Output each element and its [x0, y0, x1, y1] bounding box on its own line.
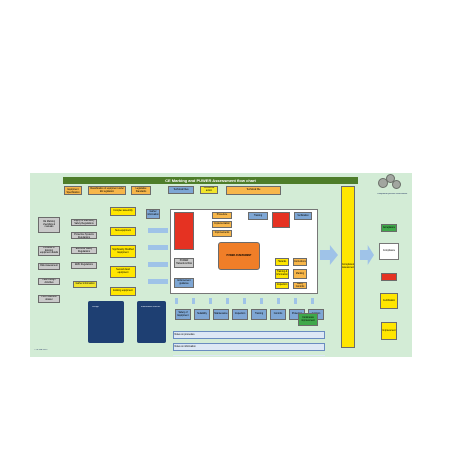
right-column-red [381, 273, 397, 281]
gear-icon [386, 174, 395, 183]
top-box-3: Legislative Standards [131, 186, 151, 195]
right-column-1: Acceptance [381, 224, 397, 232]
right-grid-3: Training & Information [275, 269, 289, 279]
right-grid-5: Inspection [275, 282, 289, 289]
supply-item-2: Equipment and Protective Systems Regulat… [71, 232, 97, 239]
center-red-block [174, 212, 194, 250]
gather-info-box: Gather information [146, 209, 160, 219]
arrow-right-1 [148, 228, 168, 233]
top-box-1: Customer Equipment Specification [64, 186, 82, 195]
bottom-box-6: Controls [270, 309, 286, 320]
yellow-item-1: Complex assembly [110, 207, 136, 216]
right-grid-6: Safety Controls [293, 282, 307, 289]
right-column-3: Certification [380, 293, 398, 309]
supply-item-4: EMC Regulations [71, 262, 97, 269]
yellow-item-2: New equipment [110, 227, 136, 236]
arrow-to-right-column [360, 245, 374, 265]
supply-highlight: Gather information [73, 281, 97, 288]
right-grid-1: Hazards [275, 258, 289, 266]
navy-left-text: Design [92, 306, 99, 308]
right-red-block [272, 212, 290, 228]
right-column-2: Compliance [379, 243, 399, 260]
bottom-box-5: Training [251, 309, 267, 320]
center-label-1: Implementation [212, 221, 232, 228]
bottom-box-3: Maintenance [213, 309, 229, 320]
left-item-2: Previous or Existing equipment details [38, 246, 60, 256]
supply-item-3: Electrical Safety Regulations [71, 247, 97, 254]
yellow-item-5: Existing equipment [110, 287, 136, 296]
top-box-5: Corrective action [200, 186, 218, 194]
arrow-to-completed [320, 245, 338, 265]
yellow-item-4: Second-hand equipment [110, 266, 136, 278]
top-box-6: Technical File [226, 186, 281, 195]
right-of-center-1: Training [248, 212, 268, 220]
arrow-right-2 [148, 245, 168, 250]
center-label-2: Improvements [212, 230, 232, 237]
top-box-2: Classification of equipment under EU leg… [88, 186, 126, 195]
right-grid-4: Marking [293, 269, 307, 279]
gear-note: Competent person assessment [377, 193, 408, 195]
gear-icon [378, 178, 388, 188]
footer: © IS Ltd 2012 [34, 349, 48, 351]
note-2: Notes on information [173, 343, 325, 351]
gear-icon [392, 180, 401, 189]
puwer-assessment-box: PUWER ASSESSMENT [218, 242, 260, 270]
mid-small-left-2: Enforcement guidance [174, 278, 194, 288]
right-column-4: Improvement [381, 322, 397, 340]
completed-assessment: Completed Assessment [341, 186, 355, 348]
right-grid-2: Instructions [293, 258, 307, 266]
yellow-item-3: Significantly Modified Equipment [110, 245, 136, 258]
bottom-box-2: Suitability [194, 309, 210, 320]
green-box: Continuous improvement [298, 313, 318, 326]
right-of-center-3: Verification [294, 212, 312, 220]
navy-block-right [137, 301, 166, 343]
left-item-1: CE Marking checklists & manuals [38, 217, 60, 233]
mid-small-left-1: PUWER Hazards & Risk [174, 258, 194, 268]
bottom-box-4: Inspection [232, 309, 248, 320]
note-1: Notes on procedure [173, 331, 325, 339]
navy-block-left [88, 301, 124, 343]
top-box-4: Technical Files [168, 186, 194, 194]
note-3 [173, 355, 325, 356]
left-item-5: Pre-Production dossier [38, 295, 60, 303]
left-item-4: Lean Design Activities [38, 278, 60, 285]
left-item-3: Risk Assessment [38, 263, 60, 270]
center-header: Procedure [212, 212, 232, 219]
supply-item-1: Supply of Machinery Safety Regulations [71, 219, 97, 226]
flowchart-title: CE Marking and PUWER Assessment flow cha… [63, 177, 358, 184]
bottom-box-1: Safety of Equipment [175, 309, 191, 320]
arrow-right-4 [148, 279, 168, 284]
navy-right-text: Information sources [141, 306, 161, 308]
up-arrows-row [175, 298, 325, 304]
arrow-right-3 [148, 262, 168, 267]
